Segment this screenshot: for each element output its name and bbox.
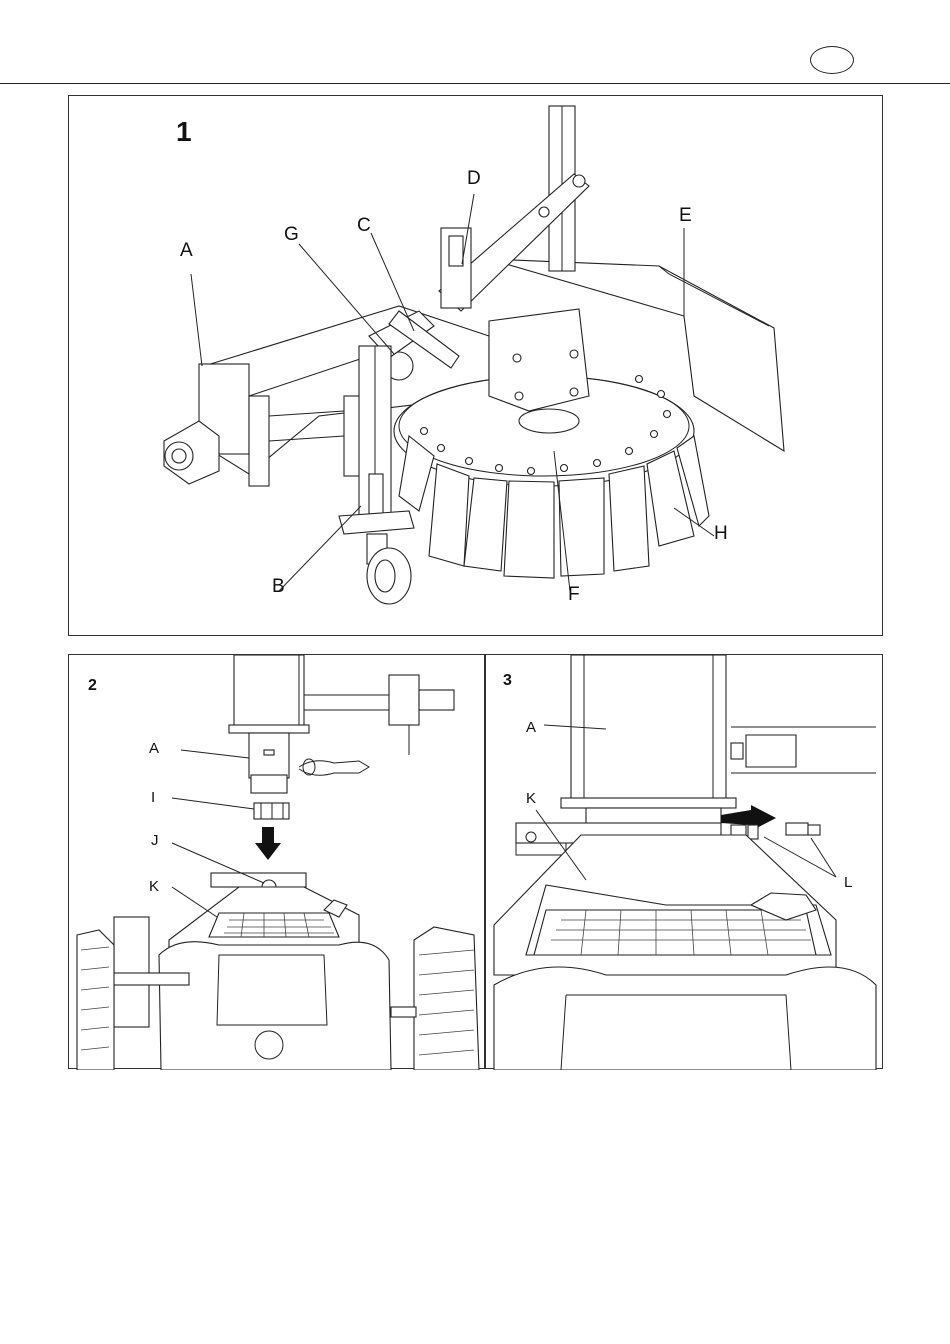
figure-1-label-F: F — [568, 585, 580, 604]
figure-2-label-K: K — [149, 879, 159, 894]
figure-2: 2 A I J K — [68, 654, 485, 1069]
figure-3-label-K: K — [526, 791, 536, 806]
figure-2-label-A: A — [149, 741, 159, 756]
figure-1-label-A: A — [180, 241, 193, 260]
figure-3: 3 A K L — [485, 654, 883, 1069]
figure-1-label-H: H — [714, 524, 728, 543]
figure-3-number: 3 — [503, 672, 512, 690]
figure-1-label-D: D — [467, 169, 481, 188]
figure-2-label-I: I — [151, 790, 155, 805]
figure-2-label-J: J — [151, 833, 159, 848]
figure-1: 1 A B C D E F G H — [68, 95, 883, 636]
figure-1-number: 1 — [176, 116, 192, 148]
figure-1-label-G: G — [284, 225, 299, 244]
header-rule — [0, 83, 950, 84]
figure-2-drawing — [69, 655, 486, 1070]
figure-1-label-C: C — [357, 216, 371, 235]
language-badge — [810, 46, 854, 74]
figure-3-drawing — [486, 655, 884, 1070]
figure-3-label-A: A — [526, 720, 536, 735]
figure-1-label-B: B — [272, 577, 285, 596]
figure-1-label-E: E — [679, 206, 692, 225]
figure-2-number: 2 — [88, 677, 97, 695]
figure-3-label-L: L — [844, 875, 852, 890]
